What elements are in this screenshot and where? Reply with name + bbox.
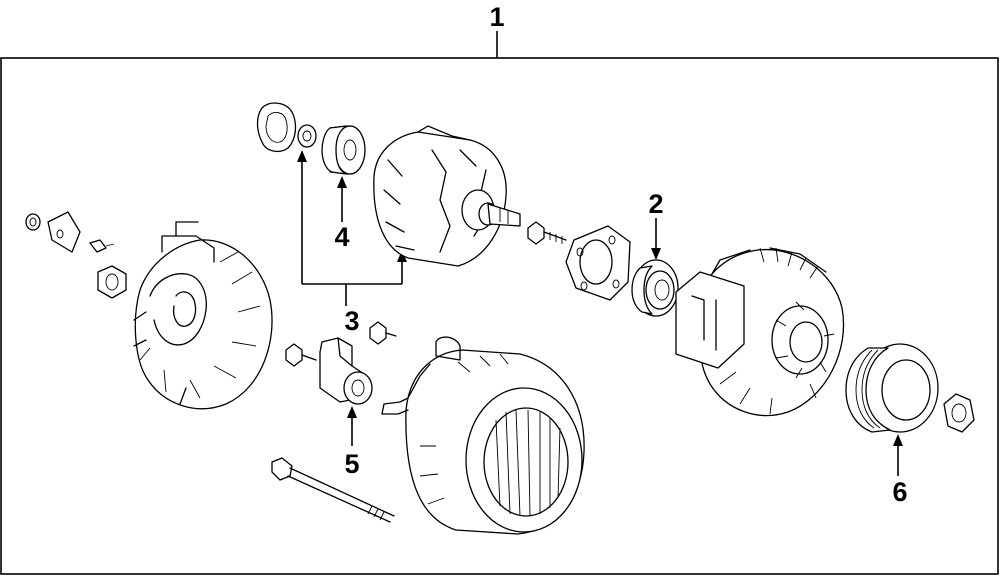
terminal-hardware bbox=[25, 211, 127, 299]
callout-3-arrow-right bbox=[397, 250, 407, 262]
callout-1-label: 1 bbox=[489, 2, 504, 32]
callout-2-label: 2 bbox=[648, 189, 663, 219]
stator-housing bbox=[381, 336, 585, 535]
rear-bearing bbox=[631, 259, 679, 317]
callout-5-label: 5 bbox=[344, 449, 359, 479]
brush-holder bbox=[285, 321, 397, 405]
rear-cover bbox=[133, 221, 273, 410]
pulley bbox=[845, 343, 939, 433]
callout-6-arrow bbox=[893, 434, 903, 446]
diagram-frame bbox=[0, 57, 999, 575]
pulley-nut bbox=[943, 393, 975, 433]
callout-3-leader bbox=[301, 160, 403, 306]
bearing-retainer bbox=[565, 225, 631, 301]
callout-2-arrow bbox=[651, 248, 661, 260]
callout-5-arrow bbox=[347, 406, 357, 418]
callout-3-label: 3 bbox=[344, 306, 359, 336]
rotor-bolt bbox=[527, 221, 567, 245]
through-bolt bbox=[271, 457, 395, 523]
front-bearing bbox=[256, 102, 366, 175]
front-housing bbox=[675, 247, 845, 417]
callout-6-label: 6 bbox=[892, 477, 907, 507]
callout-3-arrow-left bbox=[297, 150, 307, 162]
rotor-assembly bbox=[373, 125, 521, 267]
callout-4-arrow bbox=[337, 176, 347, 188]
callout-4-label: 4 bbox=[334, 222, 349, 252]
